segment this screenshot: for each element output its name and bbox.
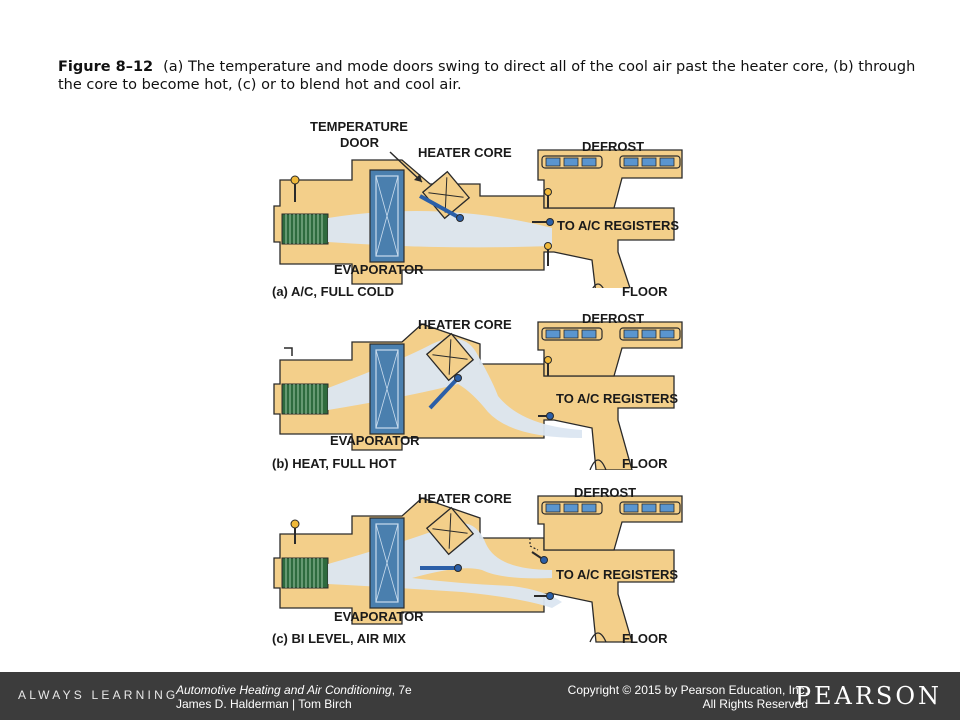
footer-tagline: ALWAYS LEARNING <box>18 688 179 702</box>
floor-label: FLOOR <box>622 456 668 471</box>
blower-icon <box>281 557 329 589</box>
temperature-door-label-2: DOOR <box>340 135 379 150</box>
heater-core-label: HEATER CORE <box>418 491 512 506</box>
footer-copyright-block: Copyright © 2015 by Pearson Education, I… <box>568 683 808 711</box>
footer-rights: All Rights Reserved <box>702 697 808 711</box>
footer-book-title: Automotive Heating and Air Conditioning <box>176 683 392 697</box>
figure-label: Figure 8–12 <box>58 59 154 75</box>
mode-door-movement-icon <box>529 538 539 551</box>
defrost-label: DEFROST <box>582 139 645 154</box>
heater-core-label: HEATER CORE <box>418 317 512 332</box>
temperature-door <box>428 376 460 410</box>
footer-book-edition: , 7e <box>391 683 412 697</box>
hvac-diagram-c <box>273 495 683 643</box>
panel-a-full-cold: TEMPERATURE DOOR HEATER CORE DEFROST TO … <box>262 118 702 299</box>
panel-c-bi-level: HEATER CORE DEFROST TO A/C REGISTERS EVA… <box>262 474 702 646</box>
pearson-logo: PEARSON <box>794 682 942 710</box>
blower-icon <box>281 213 329 245</box>
panel-b-full-hot: HEATER CORE DEFROST TO A/C REGISTERS EVA… <box>262 300 702 471</box>
footer-book-title-line: Automotive Heating and Air Conditioning,… <box>176 683 412 697</box>
heater-core-label: HEATER CORE <box>418 145 512 160</box>
floor-label: FLOOR <box>622 631 668 646</box>
evaporator-label: EVAPORATOR <box>334 609 424 624</box>
temperature-door-label: TEMPERATURE <box>310 119 408 134</box>
recirc-door-pivot <box>290 519 300 529</box>
figure-caption-text: (a) The temperature and mode doors swing… <box>58 59 916 93</box>
floor-label: FLOOR <box>622 284 668 299</box>
defrost-label: DEFROST <box>574 485 637 500</box>
temperature-door <box>419 194 461 220</box>
defrost-label: DEFROST <box>582 311 645 326</box>
recirc-door-pivot <box>290 175 300 185</box>
ac-registers-label: TO A/C REGISTERS <box>556 391 679 406</box>
hvac-diagram-a <box>273 149 683 288</box>
footer-bar: ALWAYS LEARNING Automotive Heating and A… <box>0 672 960 720</box>
figure-caption: Figure 8–12(a) The temperature and mode … <box>58 58 918 94</box>
panel-c-caption: (c) BI LEVEL, AIR MIX <box>272 631 406 646</box>
panel-a-caption: (a) A/C, FULL COLD <box>272 284 395 299</box>
ac-registers-label: TO A/C REGISTERS <box>557 218 680 233</box>
footer-book-info: Automotive Heating and Air Conditioning,… <box>176 683 412 711</box>
blower-icon <box>281 383 329 415</box>
panel-b-caption: (b) HEAT, FULL HOT <box>272 456 397 471</box>
evaporator-label: EVAPORATOR <box>334 262 424 277</box>
evaporator-label: EVAPORATOR <box>330 433 420 448</box>
ac-registers-label: TO A/C REGISTERS <box>556 567 679 582</box>
hvac-diagram-b <box>273 321 683 470</box>
footer-copyright: Copyright © 2015 by Pearson Education, I… <box>567 683 808 697</box>
footer-authors: James D. Halderman | Tom Birch <box>176 697 352 711</box>
